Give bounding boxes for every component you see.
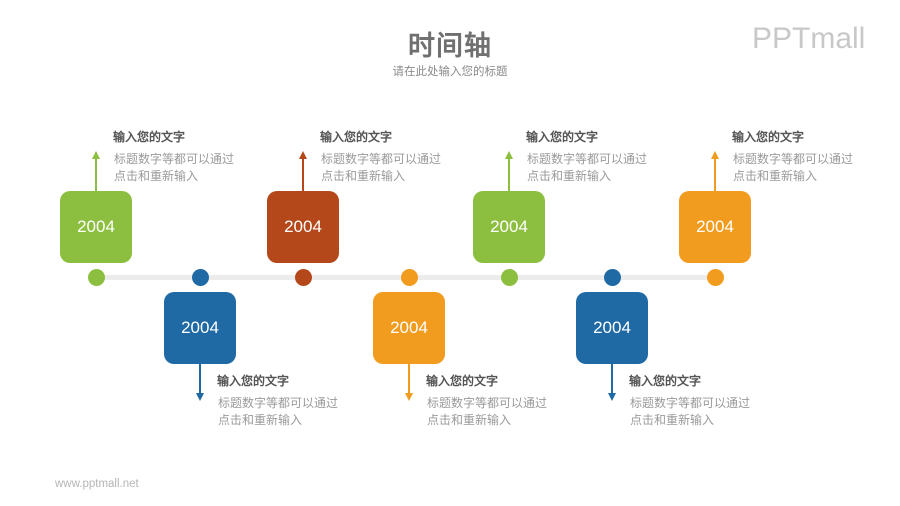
timeline-dot [192, 269, 209, 286]
arrow-down-icon [405, 393, 413, 401]
connector-line [408, 364, 410, 394]
item-description: 标题数字等都可以通过点击和重新输入 [321, 152, 442, 183]
item-heading: 输入您的文字 [217, 374, 290, 388]
item-heading: 输入您的文字 [526, 130, 599, 144]
connector-line [508, 158, 510, 191]
connector-line [95, 158, 97, 191]
footer-url: www.pptmall.net [55, 478, 139, 490]
item-description: 标题数字等都可以通过点击和重新输入 [527, 152, 648, 183]
item-heading: 输入您的文字 [426, 374, 499, 388]
item-description: 标题数字等都可以通过点击和重新输入 [114, 152, 235, 183]
year-box[interactable]: 2004 [473, 191, 545, 263]
timeline-dot [501, 269, 518, 286]
item-heading: 输入您的文字 [113, 130, 186, 144]
year-label: 2004 [696, 217, 734, 236]
year-label: 2004 [490, 217, 528, 236]
brand-logo: PPTmall [752, 22, 866, 55]
item-description: 标题数字等都可以通过点击和重新输入 [630, 396, 751, 427]
connector-line [611, 364, 613, 394]
year-label: 2004 [284, 217, 322, 236]
item-heading: 输入您的文字 [629, 374, 702, 388]
page-title: 时间轴 [408, 31, 492, 62]
year-box[interactable]: 2004 [576, 292, 648, 364]
timeline-dot [295, 269, 312, 286]
connector-line [302, 158, 304, 191]
page-subtitle: 请在此处输入您的标题 [392, 64, 508, 78]
item-heading: 输入您的文字 [732, 130, 805, 144]
year-box[interactable]: 2004 [164, 292, 236, 364]
year-label: 2004 [390, 318, 428, 337]
timeline-dot [401, 269, 418, 286]
arrow-up-icon [505, 151, 513, 159]
item-description: 标题数字等都可以通过点击和重新输入 [733, 152, 854, 183]
arrow-up-icon [711, 151, 719, 159]
timeline-dot [88, 269, 105, 286]
year-label: 2004 [593, 318, 631, 337]
item-heading: 输入您的文字 [320, 130, 393, 144]
year-box[interactable]: 2004 [60, 191, 132, 263]
year-box[interactable]: 2004 [373, 292, 445, 364]
arrow-down-icon [608, 393, 616, 401]
year-label: 2004 [181, 318, 219, 337]
arrow-up-icon [92, 151, 100, 159]
year-label: 2004 [77, 217, 115, 236]
timeline-dot [604, 269, 621, 286]
arrow-down-icon [196, 393, 204, 401]
connector-line [199, 364, 201, 394]
item-description: 标题数字等都可以通过点击和重新输入 [427, 396, 548, 427]
year-box[interactable]: 2004 [679, 191, 751, 263]
timeline-dot [707, 269, 724, 286]
arrow-up-icon [299, 151, 307, 159]
connector-line [714, 158, 716, 191]
item-description: 标题数字等都可以通过点击和重新输入 [218, 396, 339, 427]
year-box[interactable]: 2004 [267, 191, 339, 263]
